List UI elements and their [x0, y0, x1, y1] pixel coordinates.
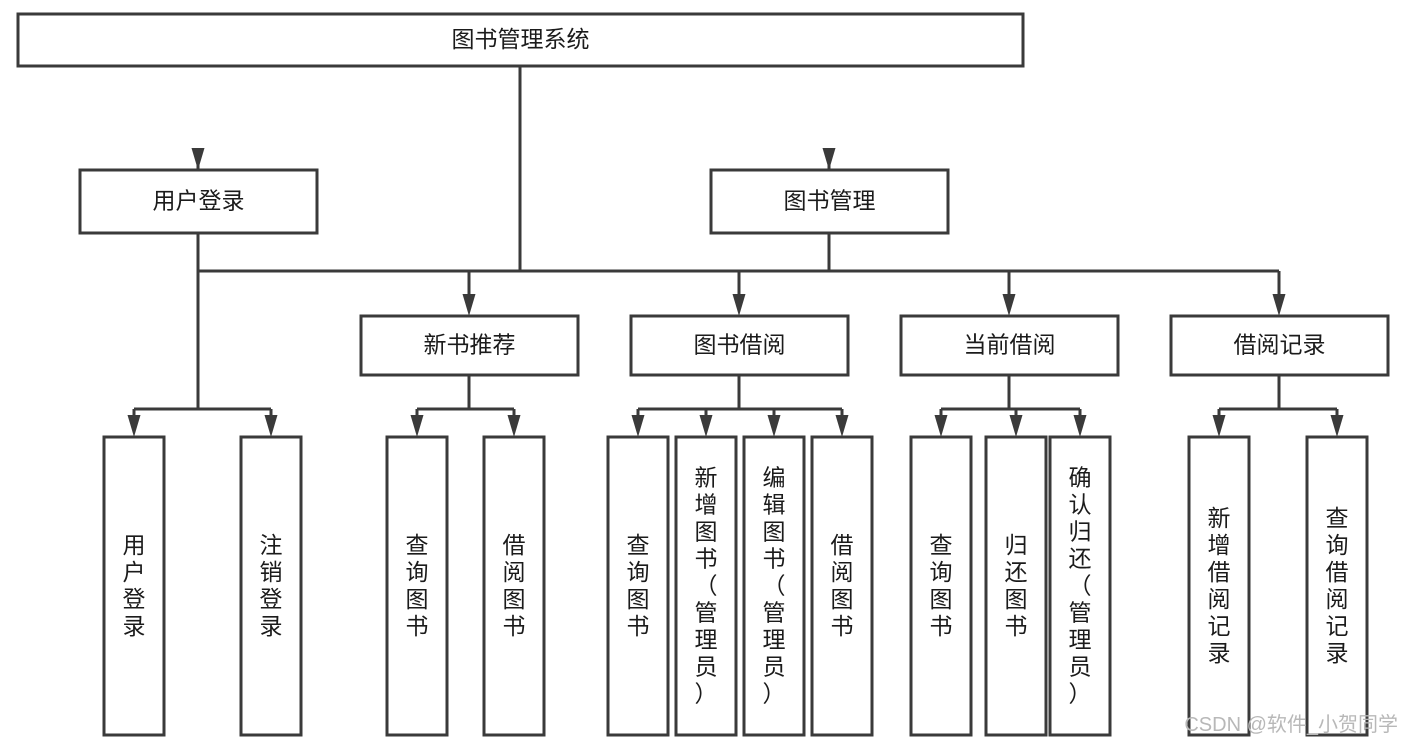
node-box-leaf-query-book-3 — [909, 435, 973, 737]
node-label-leaf-query-book-1: 查询图书 — [406, 532, 429, 639]
node-box-leaf-add-record — [1187, 435, 1251, 737]
node-leaf-user-login[interactable]: 用户登录 — [102, 435, 166, 737]
node-label-leaf-query-book-3: 查询图书 — [930, 532, 953, 639]
node-box-leaf-return-book — [984, 435, 1048, 737]
node-label-leaf-add-book: 新增图书（管理员） — [695, 465, 718, 707]
node-leaf-borrow-book-2[interactable]: 借阅图书 — [810, 435, 874, 737]
node-box-current-borrow — [899, 314, 1120, 377]
node-label-leaf-confirm-return: 确认归还（管理员） — [1069, 465, 1092, 707]
node-leaf-add-record[interactable]: 新增借阅记录 — [1187, 435, 1251, 737]
node-leaf-confirm-return[interactable]: 确认归还（管理员） — [1048, 435, 1112, 737]
connector-group-new-book-to-leaves — [410, 375, 521, 437]
node-leaf-return-book[interactable]: 归还图书 — [984, 435, 1048, 737]
node-label-borrow-record: 借阅记录 — [1234, 332, 1326, 358]
node-label-book-borrow: 图书借阅 — [694, 332, 786, 358]
node-label-leaf-return-book: 归还图书 — [1005, 532, 1028, 639]
nodes-layer: 图书管理系统用户登录图书管理新书推荐图书借阅当前借阅借阅记录用户登录注销登录查询… — [16, 12, 1390, 737]
watermark-label: CSDN @软件_小贺同学 — [1184, 713, 1398, 736]
node-label-root: 图书管理系统 — [452, 26, 590, 52]
node-label-leaf-query-book-2: 查询图书 — [627, 532, 650, 639]
connector-group-borrow-record-to-leaves — [1212, 375, 1344, 437]
node-label-leaf-logout: 注销登录 — [260, 532, 283, 639]
node-label-current-borrow: 当前借阅 — [964, 332, 1056, 358]
node-label-leaf-borrow-book-2: 借阅图书 — [831, 532, 854, 639]
node-label-leaf-user-login: 用户登录 — [123, 532, 146, 639]
node-leaf-query-book-2[interactable]: 查询图书 — [606, 435, 670, 737]
node-label-leaf-query-record: 查询借阅记录 — [1326, 505, 1349, 666]
connector-group-book-borrow-to-leaves — [631, 375, 849, 437]
node-box-book-borrow — [629, 314, 850, 377]
connector-group-current-borrow-to-leaves — [934, 375, 1087, 437]
node-new-book-recommend[interactable]: 新书推荐 — [359, 314, 580, 377]
node-box-leaf-query-book-1 — [385, 435, 449, 737]
node-box-leaf-query-book-2 — [606, 435, 670, 737]
node-leaf-edit-book[interactable]: 编辑图书（管理员） — [742, 435, 806, 737]
node-leaf-logout[interactable]: 注销登录 — [239, 435, 303, 737]
node-label-new-book-recommend: 新书推荐 — [424, 332, 516, 358]
connector-group-user-login-to-leaves — [127, 233, 278, 437]
node-box-borrow-record — [1169, 314, 1390, 377]
node-leaf-query-record[interactable]: 查询借阅记录 — [1305, 435, 1369, 737]
node-label-book-manage: 图书管理 — [784, 188, 876, 214]
node-box-new-book-recommend — [359, 314, 580, 377]
node-book-manage[interactable]: 图书管理 — [709, 168, 950, 235]
node-box-leaf-add-book — [674, 435, 738, 737]
node-leaf-query-book-3[interactable]: 查询图书 — [909, 435, 973, 737]
node-box-book-manage — [709, 168, 950, 235]
node-label-user-login: 用户登录 — [153, 188, 245, 214]
node-box-leaf-borrow-book-2 — [810, 435, 874, 737]
connector-group-book-manage-to-level2 — [462, 233, 1286, 316]
node-box-user-login — [78, 168, 319, 235]
node-box-leaf-user-login — [102, 435, 166, 737]
node-box-root — [16, 12, 1025, 68]
node-box-leaf-confirm-return — [1048, 435, 1112, 737]
node-box-leaf-query-record — [1305, 435, 1369, 737]
connectors-layer — [127, 66, 1344, 437]
node-root[interactable]: 图书管理系统 — [16, 12, 1025, 68]
node-label-leaf-borrow-book-1: 借阅图书 — [503, 532, 526, 639]
node-user-login[interactable]: 用户登录 — [78, 168, 319, 235]
node-label-leaf-add-record: 新增借阅记录 — [1208, 505, 1231, 666]
node-current-borrow[interactable]: 当前借阅 — [899, 314, 1120, 377]
node-box-leaf-logout — [239, 435, 303, 737]
node-borrow-record[interactable]: 借阅记录 — [1169, 314, 1390, 377]
node-label-leaf-edit-book: 编辑图书（管理员） — [763, 465, 786, 707]
node-leaf-query-book-1[interactable]: 查询图书 — [385, 435, 449, 737]
node-leaf-borrow-book-1[interactable]: 借阅图书 — [482, 435, 546, 737]
node-book-borrow[interactable]: 图书借阅 — [629, 314, 850, 377]
node-box-leaf-borrow-book-1 — [482, 435, 546, 737]
node-box-leaf-edit-book — [742, 435, 806, 737]
node-leaf-add-book[interactable]: 新增图书（管理员） — [674, 435, 738, 737]
